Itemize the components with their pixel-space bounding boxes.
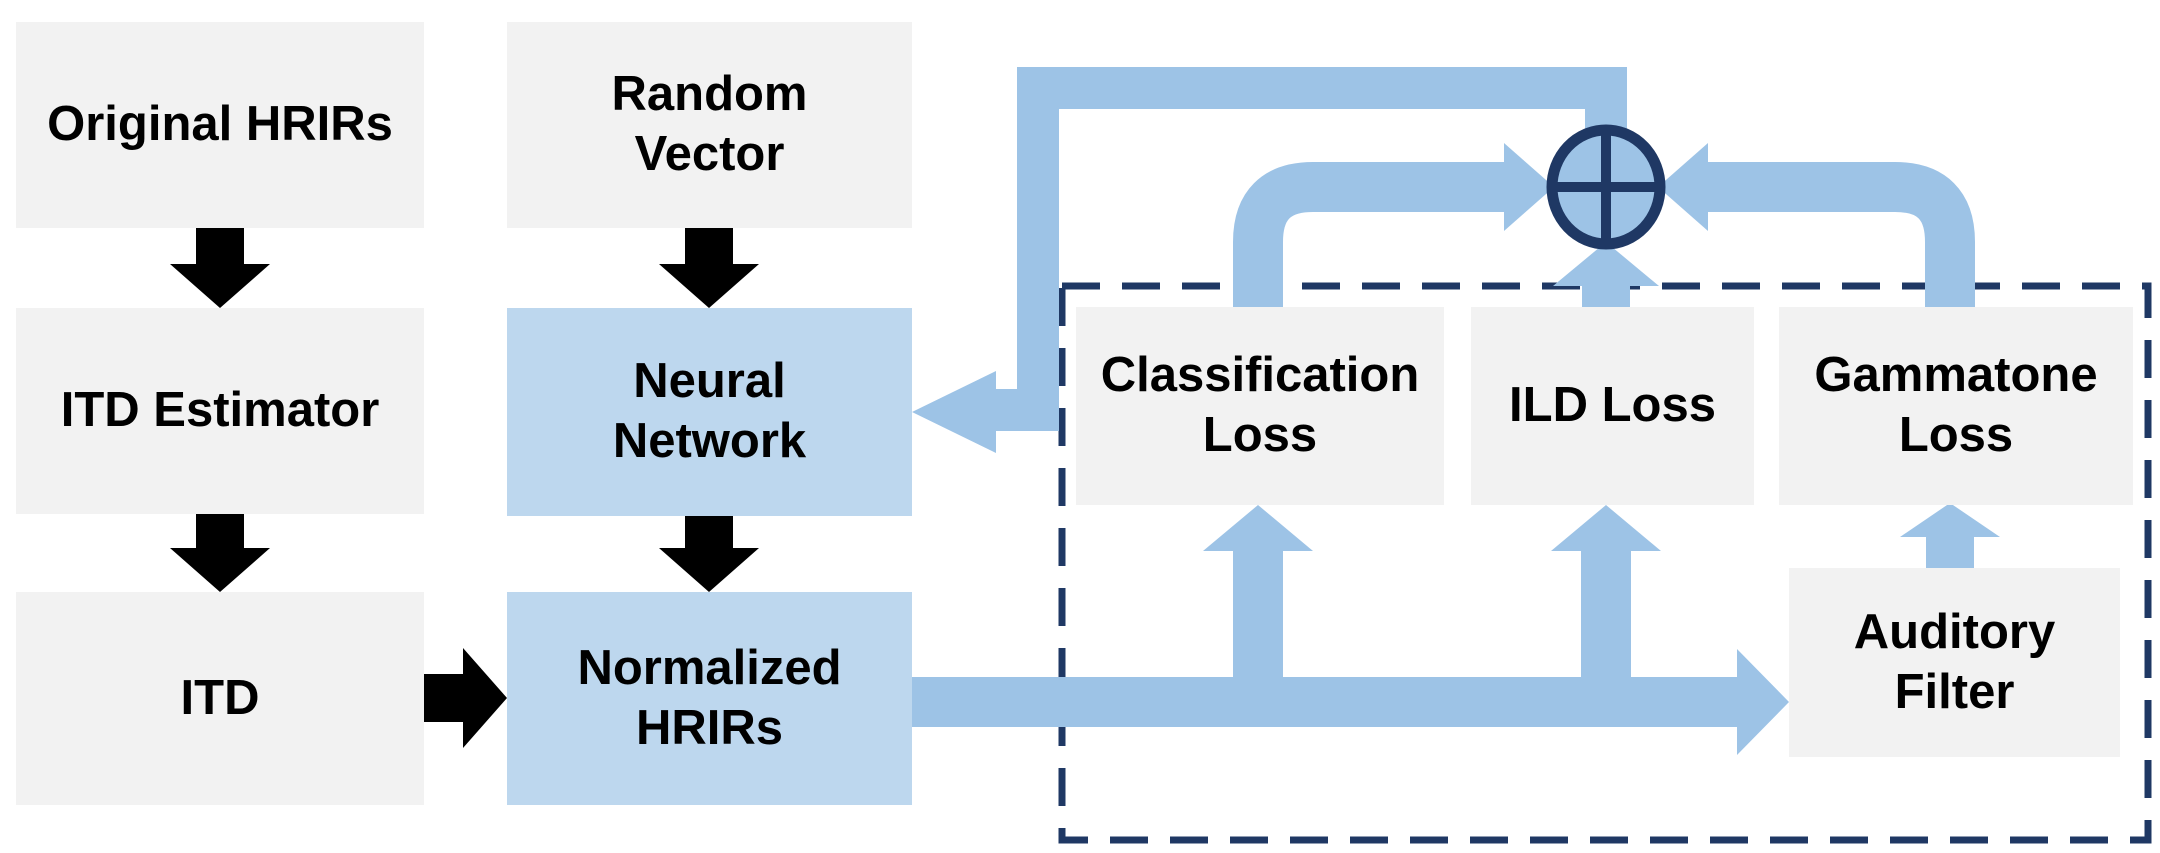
node-random-vector: Random Vector — [507, 22, 912, 228]
node-ild-loss-label: ILD Loss — [1509, 378, 1716, 433]
node-random-vector-label: Random Vector — [611, 67, 808, 181]
node-original-hrirs: Original HRIRs — [16, 22, 424, 228]
node-original-hrirs-label: Original HRIRs — [47, 97, 393, 152]
node-itd: ITD — [16, 592, 424, 805]
node-classification-loss-label: Classification Loss — [1100, 348, 1420, 462]
node-normalized-hrirs-label: Normalized HRIRs — [577, 640, 842, 755]
node-normalized-hrirs: Normalized HRIRs — [507, 592, 912, 805]
node-itd-label: ITD — [180, 670, 260, 725]
node-neural-network-label: Neural Network — [612, 354, 807, 468]
node-gammatone-loss-label: Gammatone Loss — [1814, 348, 2098, 462]
node-auditory-filter-label: Auditory Filter — [1853, 604, 2056, 719]
node-classification-loss: Classification Loss — [1076, 307, 1444, 505]
node-neural-network: Neural Network — [507, 308, 912, 516]
node-itd-estimator: ITD Estimator — [16, 308, 424, 514]
node-ild-loss: ILD Loss — [1471, 307, 1754, 505]
node-itd-estimator-label: ITD Estimator — [60, 383, 380, 438]
node-auditory-filter: Auditory Filter — [1789, 568, 2120, 757]
node-gammatone-loss: Gammatone Loss — [1779, 307, 2133, 505]
